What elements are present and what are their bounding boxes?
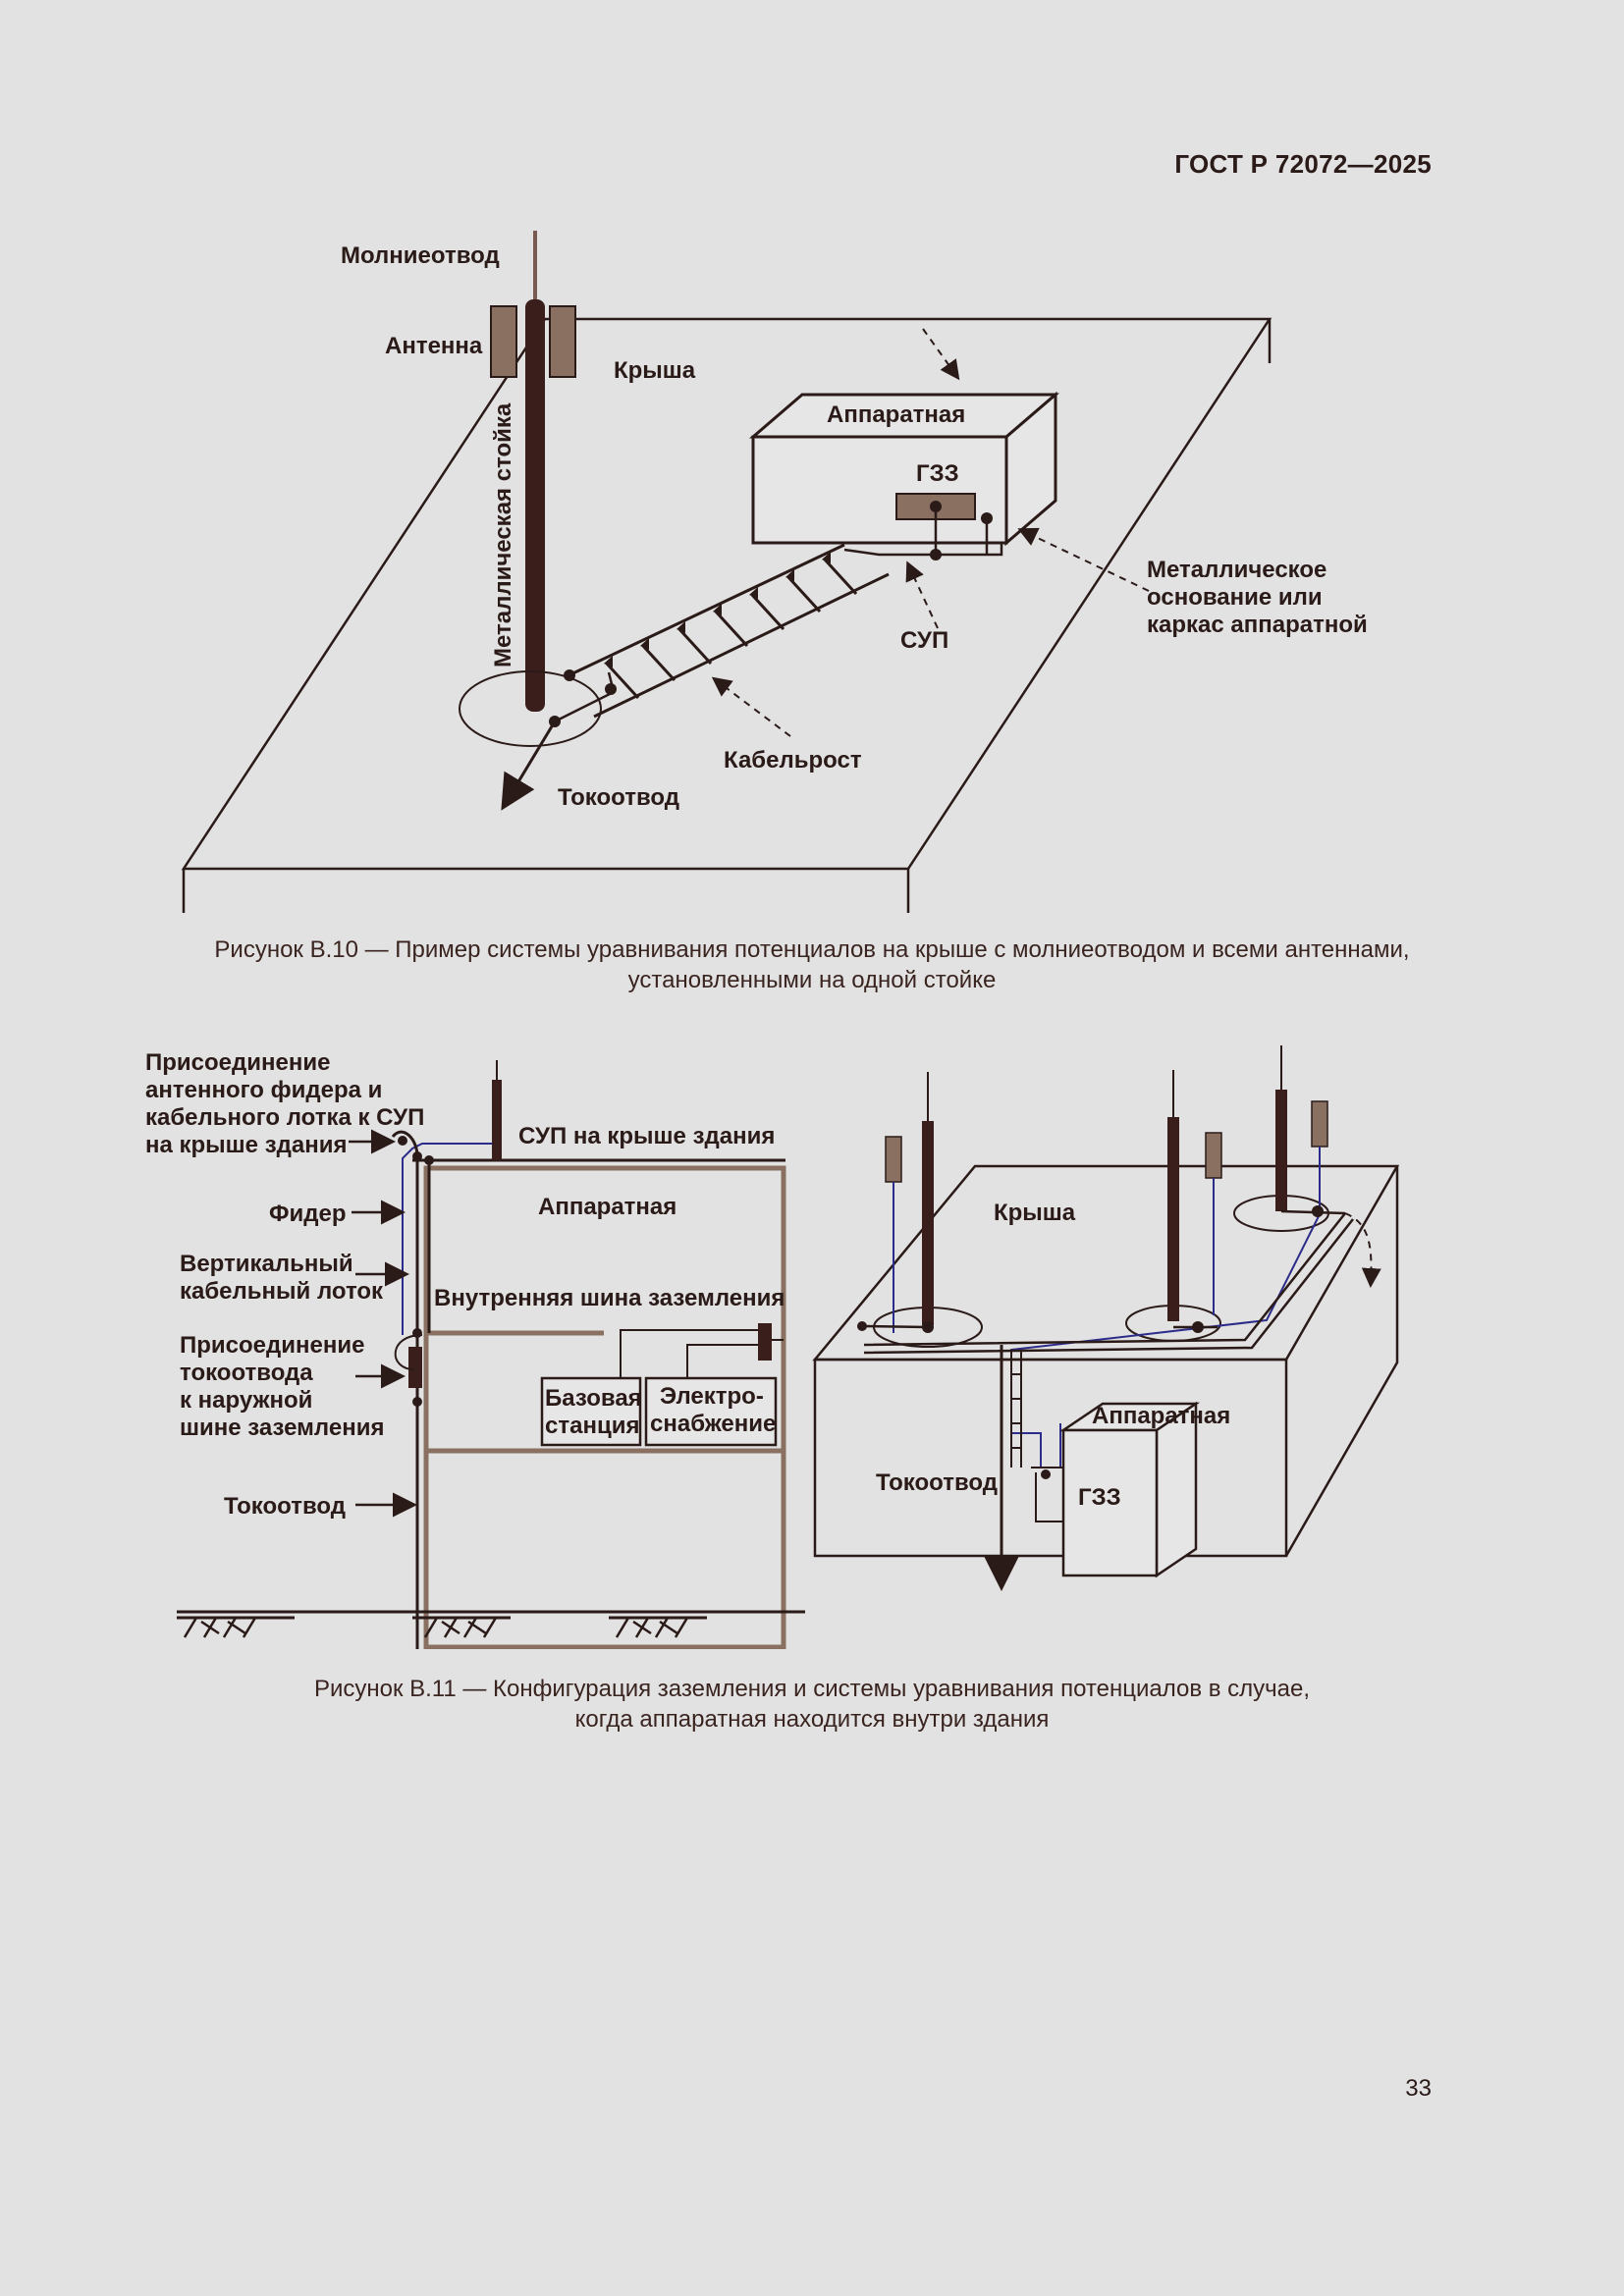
label-cable-tray: Кабельрост (724, 747, 862, 774)
antenna-right (549, 305, 576, 378)
roof-bonding-wires (861, 1209, 1346, 1329)
building-3d (812, 1164, 1400, 1558)
mast-ground-ellipse (459, 670, 602, 747)
label-equipment-room-right: Аппаратная (1092, 1403, 1230, 1429)
figure-b11-caption: Рисунок В.11 — Конфигурация заземления и… (0, 1674, 1624, 1735)
right-vertical-tray (1010, 1350, 1022, 1468)
bonding-points (549, 501, 993, 727)
label-down-connection-2: токоотвода (180, 1360, 313, 1386)
label-feeder: Фидер (269, 1201, 346, 1227)
label-main-ground-bus: ГЗЗ (916, 460, 959, 487)
roof-masts (922, 1045, 1287, 1325)
label-main-ground-bus-right: ГЗЗ (1078, 1484, 1121, 1511)
equipment-room-3d (1058, 1401, 1201, 1578)
metal-mast (525, 299, 545, 712)
ground-hatching (183, 1617, 689, 1638)
roof-mast (492, 1080, 502, 1160)
figure-b10-caption-line1: Рисунок В.10 — Пример системы уравнивани… (214, 936, 1410, 963)
label-lightning-rod: Молниеотвод (341, 242, 500, 269)
label-base-station-2: станция (545, 1413, 639, 1439)
external-bus-point-top (412, 1328, 422, 1338)
label-down-connection-3: к наружной (180, 1387, 312, 1414)
label-roof: Крыша (614, 357, 696, 384)
label-internal-bus: Внутренняя шина заземления (434, 1285, 785, 1311)
main-ground-bus-point (1041, 1469, 1051, 1479)
external-bus-point-bottom (412, 1397, 422, 1407)
cable-tray (564, 543, 890, 719)
cable-tray-rungs (604, 552, 831, 667)
building-section (412, 1158, 786, 1649)
external-bus-loop (394, 1334, 423, 1370)
label-power-supply-2: снабжение (650, 1411, 776, 1437)
label-sup: СУП (900, 627, 948, 654)
base-station-box (540, 1376, 642, 1447)
label-down-connection-4: шине заземления (180, 1415, 384, 1441)
antenna-left (490, 305, 517, 378)
label-down-connection-1: Присоединение (180, 1332, 364, 1359)
internal-ground-bus (758, 1323, 772, 1361)
page-number: 33 (1405, 2075, 1432, 2102)
roof-plane (181, 317, 1272, 913)
label-feeder-connection-3: кабельного лотка к СУП (145, 1104, 424, 1131)
label-roof-right: Крыша (994, 1200, 1076, 1226)
figure-b10-caption-line2: установленными на одной стойке (627, 967, 997, 993)
label-vertical-tray-2: кабельный лоток (180, 1278, 384, 1305)
label-base-station-1: Базовая (545, 1385, 642, 1412)
vertical-cable-tray (391, 1130, 431, 1649)
equipment-room-box (748, 391, 1060, 547)
roof-ground-ellipses (873, 1195, 1329, 1348)
left-pointer-arrows (349, 1129, 417, 1518)
internal-bus-wiring (620, 1329, 784, 1382)
label-metal-base-line2: основание или (1147, 584, 1323, 611)
label-feeder-connection-4: на крыше здания (145, 1132, 347, 1158)
down-conductor-arrow (501, 721, 557, 811)
feeder-junction-points (398, 1136, 434, 1165)
label-feeder-connection-2: антенного фидера и (145, 1077, 382, 1103)
label-equipment-room-left: Аппаратная (538, 1194, 677, 1220)
roof-cable-tray (863, 1212, 1354, 1355)
figure-b10-caption: Рисунок В.10 — Пример системы уравнивани… (0, 934, 1624, 995)
label-down-conductor-left: Токоотвод (224, 1493, 346, 1520)
figure-b11-diagram: Присоединение антенного фидера и кабельн… (145, 1045, 1400, 1649)
dashed-pointers (711, 328, 1150, 737)
roof-dashed-arrow (1344, 1212, 1381, 1288)
label-power-supply-1: Электро- (660, 1383, 764, 1410)
figure-b10-diagram: Молниеотвод Антенна Крыша Металлическая … (181, 231, 1368, 913)
ground-line (177, 1610, 805, 1620)
external-ground-bus (408, 1347, 422, 1388)
label-sup-on-roof: СУП на крыше здания (518, 1123, 775, 1149)
label-down-conductor: Токоотвод (558, 784, 679, 811)
label-metal-base-line3: каркас аппаратной (1147, 612, 1368, 638)
figure-b11-caption-line1: Рисунок В.11 — Конфигурация заземления и… (313, 1676, 1311, 1702)
label-vertical-tray-1: Вертикальный (180, 1251, 353, 1277)
label-down-conductor-right: Токоотвод (876, 1469, 998, 1496)
power-supply-box (644, 1376, 778, 1447)
main-ground-bus-right (1031, 1467, 1063, 1522)
label-antenna: Антенна (385, 333, 483, 359)
figure-b11-caption-line2: когда аппаратная находится внутри здания (574, 1706, 1050, 1733)
label-metal-base-line1: Металлическое (1147, 557, 1326, 583)
roof-antennas (885, 1100, 1328, 1183)
label-metal-mast: Металлическая стойка (490, 402, 516, 667)
label-equipment-room: Аппаратная (827, 401, 965, 428)
label-feeder-connection-1: Присоединение (145, 1049, 330, 1076)
document-standard-number: ГОСТ Р 72072—2025 (1174, 149, 1432, 179)
